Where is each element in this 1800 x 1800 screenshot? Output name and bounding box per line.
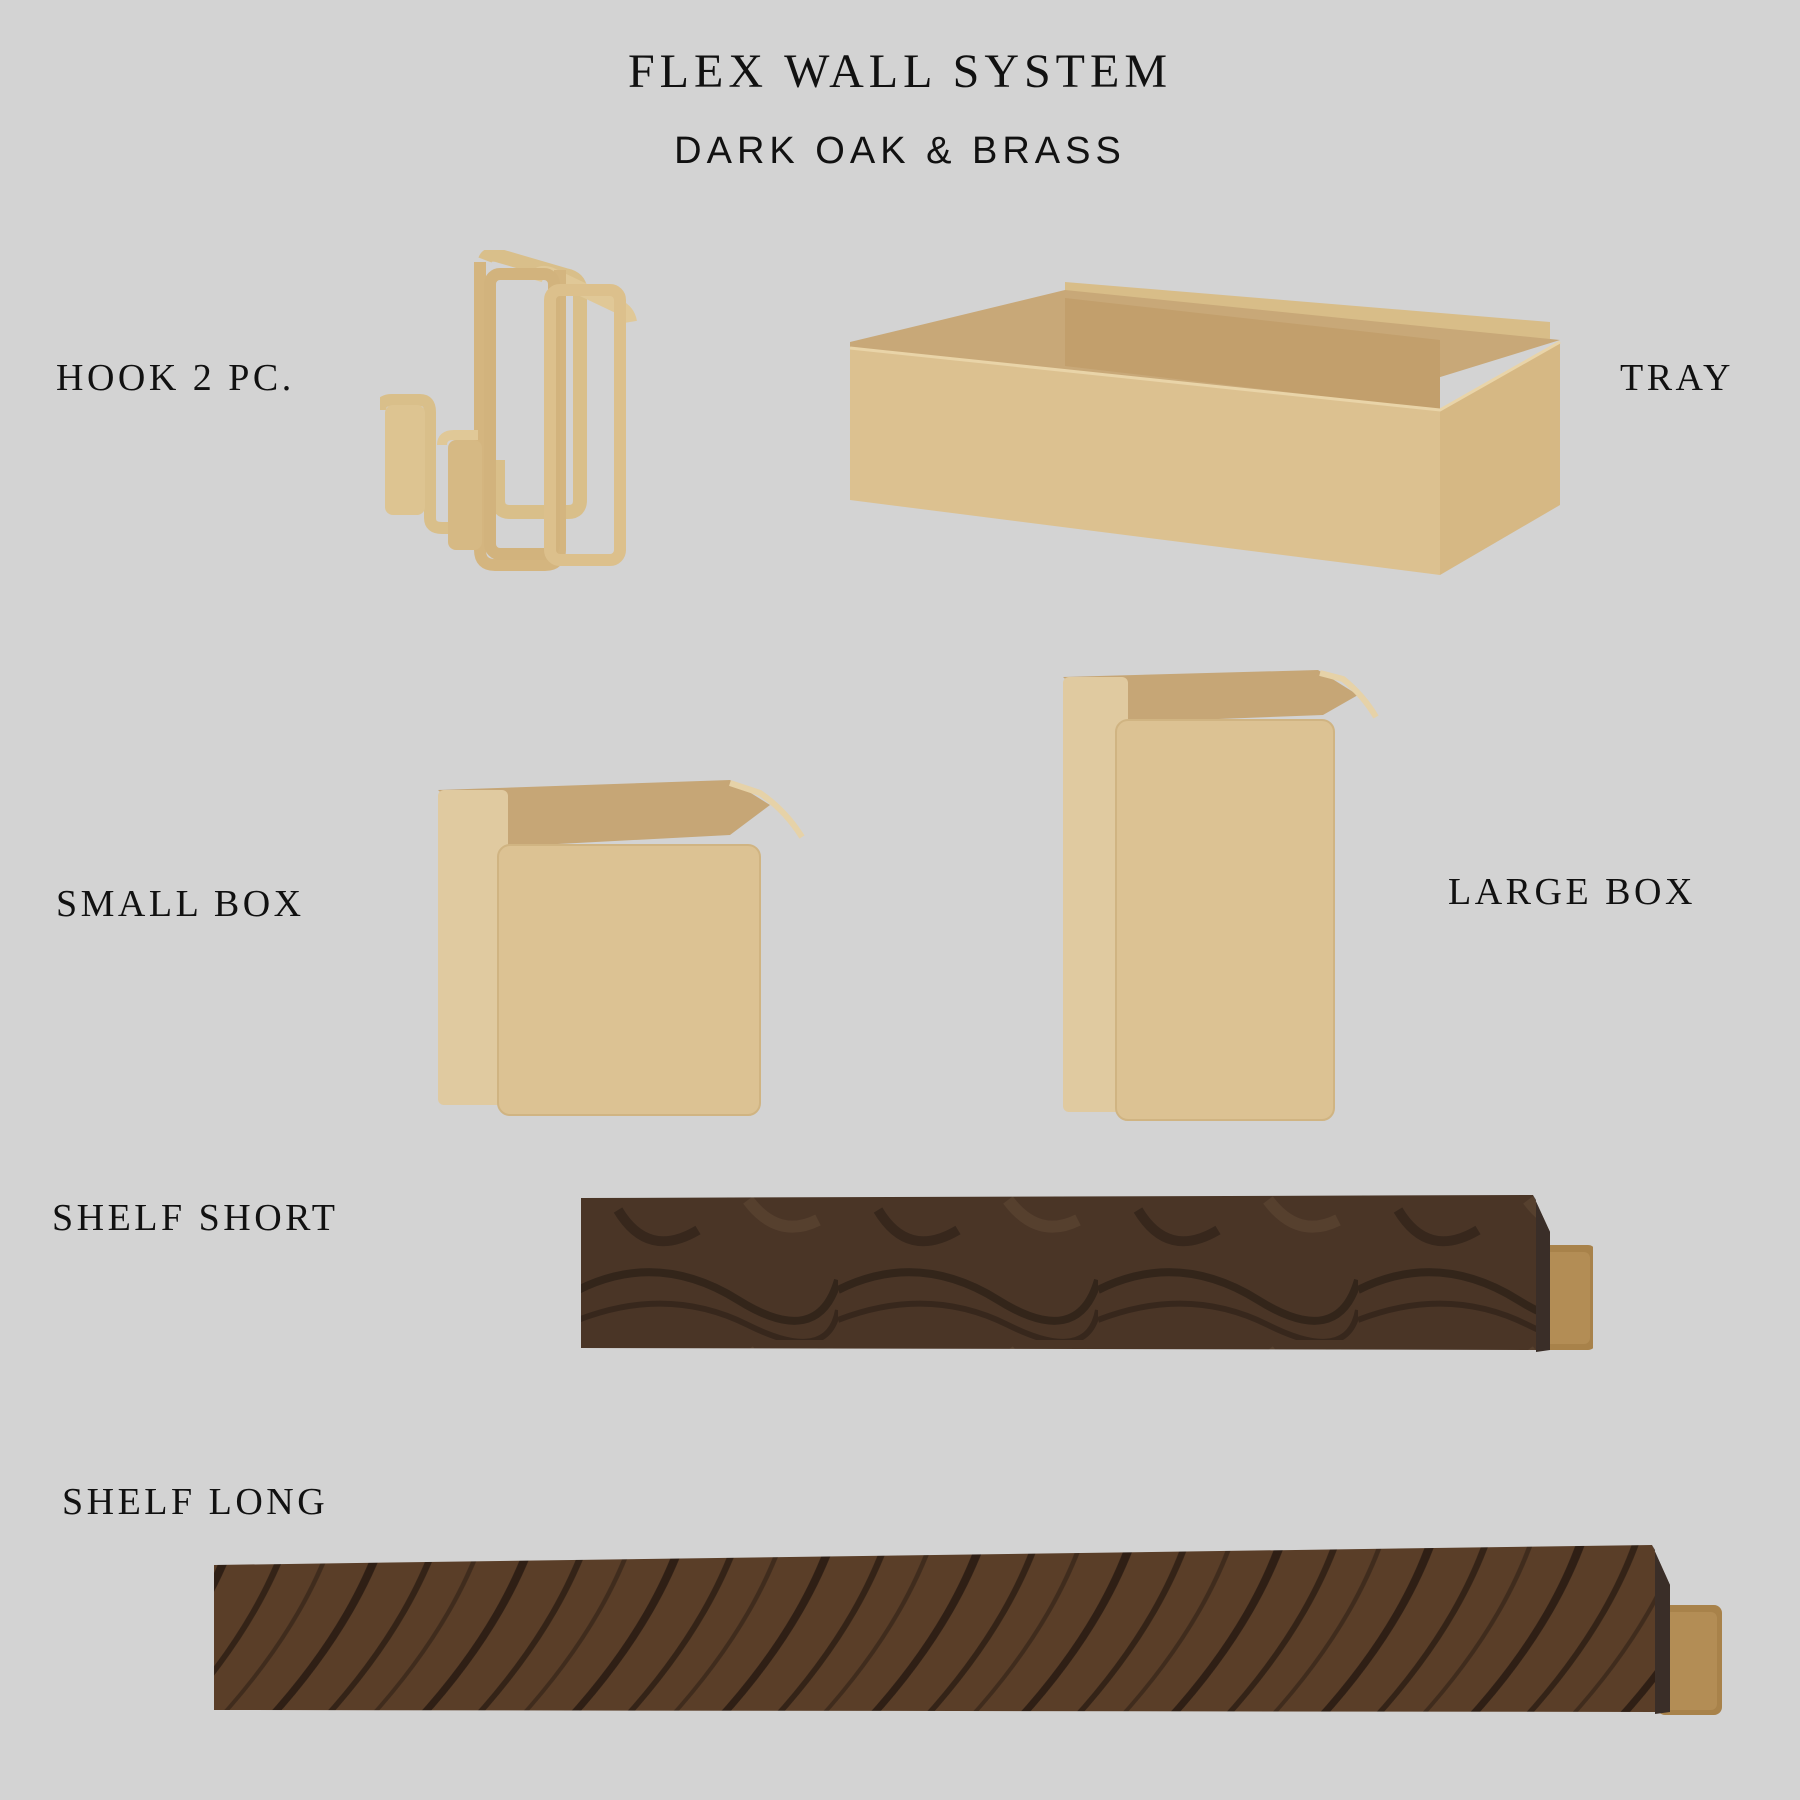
small-box-image — [430, 775, 810, 1125]
large-box-image — [1058, 665, 1398, 1125]
page-subtitle: DARK OAK & BRASS — [674, 130, 1126, 172]
label-shelf-long: SHELF LONG — [62, 1481, 329, 1523]
label-hook: HOOK 2 PC. — [56, 357, 295, 399]
label-shelf-short: SHELF SHORT — [52, 1197, 339, 1239]
label-tray: TRAY — [1620, 357, 1734, 399]
page-title: FLEX WALL SYSTEM — [627, 45, 1172, 98]
label-small-box: SMALL BOX — [56, 883, 305, 925]
label-large-box: LARGE BOX — [1448, 871, 1696, 913]
shelf-long-image — [212, 1540, 1722, 1725]
hook-image — [380, 250, 710, 580]
shelf-short-image — [578, 1190, 1593, 1360]
tray-image — [840, 270, 1570, 580]
